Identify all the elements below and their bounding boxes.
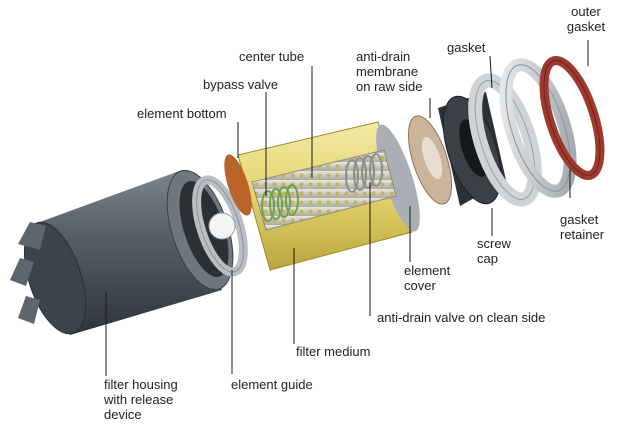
label-element-bottom: element bottom	[137, 106, 227, 121]
label-bypass-valve: bypass valve	[203, 77, 279, 92]
label-filter-medium: filter medium	[296, 344, 371, 359]
bypass-valve-spring	[261, 184, 299, 222]
gasket	[468, 73, 542, 207]
outer-gasket	[539, 56, 605, 180]
filter-element	[224, 121, 420, 271]
leader-gasket	[489, 55, 493, 89]
element-guide	[192, 175, 248, 277]
label-screw-cap: screw cap	[477, 236, 511, 266]
label-gasket: gasket	[447, 40, 486, 55]
label-anti-drain-membrane: anti-drain membrane on raw side	[356, 49, 423, 94]
label-filter-housing: filter housing with release device	[104, 377, 178, 422]
label-gasket-retainer: gasket retainer	[560, 212, 605, 242]
label-element-guide: element guide	[231, 377, 313, 392]
anti-drain-membrane	[407, 115, 453, 205]
label-center-tube: center tube	[239, 49, 305, 64]
leader-lines	[105, 40, 589, 376]
label-element-cover: element cover	[404, 263, 451, 293]
valve-spring	[345, 153, 383, 193]
label-outer-gasket: outer gasket	[566, 4, 606, 34]
gasket-retainer	[499, 58, 577, 198]
label-anti-drain-valve: anti-drain valve on clean side	[377, 310, 546, 325]
